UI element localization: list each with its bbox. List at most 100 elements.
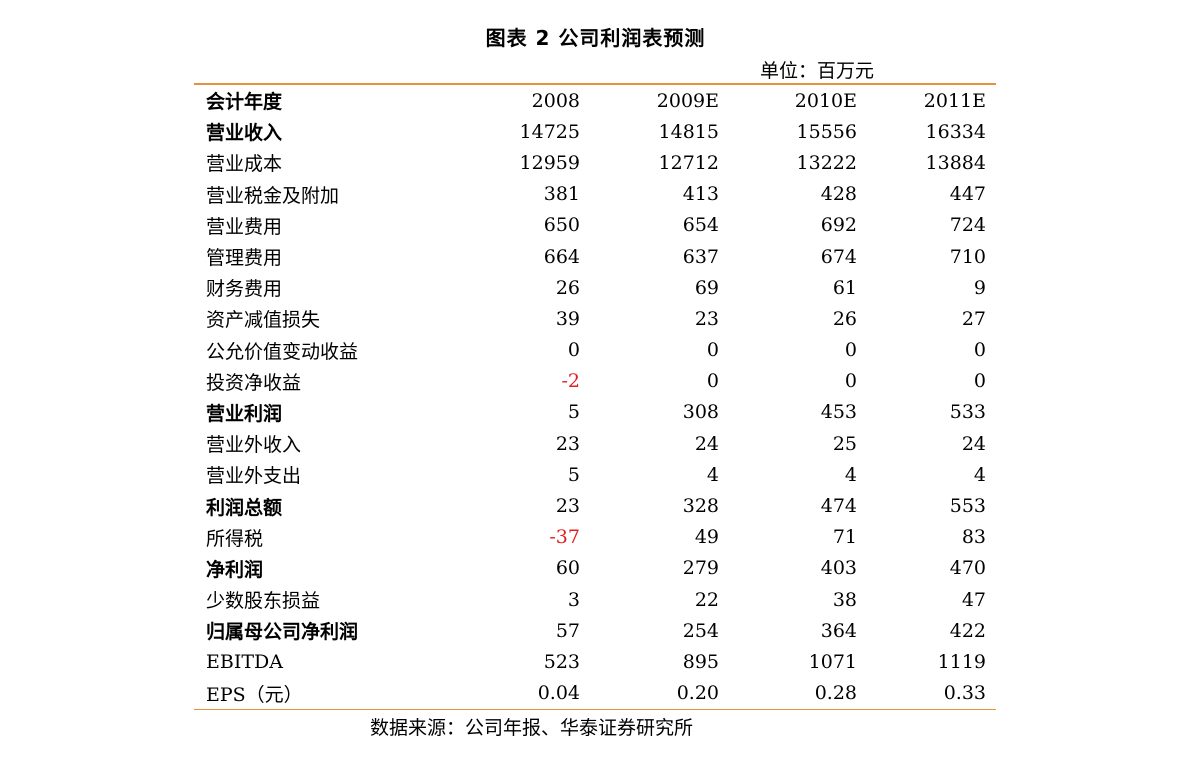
value-cell: 710 (949, 245, 986, 268)
value-cell: 13222 (796, 151, 857, 174)
row-label: 营业外支出 (206, 465, 302, 488)
value-cell: 692 (820, 214, 857, 237)
value-cell: 47 (961, 588, 986, 611)
value-cell: 83 (961, 526, 986, 549)
value-cell: 23 (694, 307, 719, 330)
value-cell: 14815 (658, 120, 719, 143)
value-cell: 4 (844, 463, 857, 486)
value-cell: 654 (682, 214, 719, 237)
header-row: 会计年度 2008 2009E 2010E 2011E (194, 85, 996, 116)
row-label: 营业收入 (206, 122, 283, 145)
value-cell: 470 (949, 557, 986, 580)
value-cell: 664 (543, 245, 580, 268)
value-cell: 0 (844, 339, 857, 362)
value-cell: 15556 (796, 120, 857, 143)
value-cell: 69 (694, 276, 719, 299)
value-cell: -37 (549, 526, 580, 549)
value-cell: 308 (682, 401, 719, 424)
row-label: 公允价值变动收益 (206, 340, 359, 363)
value-cell: 71 (832, 526, 857, 549)
value-cell: 22 (694, 588, 719, 611)
value-cell: 23 (555, 432, 580, 455)
value-cell: 533 (949, 401, 986, 424)
value-cell: 49 (694, 526, 719, 549)
table-row: 营业收入 14725 14815 15556 16334 (194, 116, 996, 147)
value-cell: 0 (706, 370, 719, 393)
value-cell: 523 (543, 650, 580, 673)
value-cell: -2 (561, 370, 580, 393)
value-cell: 674 (820, 245, 857, 268)
value-cell: 279 (682, 557, 719, 580)
row-label: 管理费用 (206, 247, 283, 270)
value-cell: 5 (567, 401, 580, 424)
value-cell: 254 (682, 619, 719, 642)
value-cell: 1119 (937, 650, 986, 673)
value-cell: 27 (961, 307, 986, 330)
bottom-rule (194, 708, 996, 710)
value-cell: 3 (567, 588, 580, 611)
value-cell: 650 (543, 214, 580, 237)
value-cell: 26 (832, 307, 857, 330)
source-note: 数据来源：公司年报、华泰证券研究所 (370, 717, 694, 739)
value-cell: 4 (706, 463, 719, 486)
value-cell: 25 (832, 432, 857, 455)
row-label: 营业税金及附加 (206, 184, 340, 207)
value-cell: 38 (832, 588, 857, 611)
header-cell-year: 2009E (656, 89, 719, 112)
value-cell: 23 (555, 495, 580, 518)
value-cell: 0.33 (943, 682, 986, 705)
value-cell: 13884 (925, 151, 986, 174)
value-cell: 16334 (925, 120, 986, 143)
value-cell: 553 (949, 495, 986, 518)
value-cell: 24 (694, 432, 719, 455)
value-cell: 4 (973, 463, 986, 486)
row-label: 少数股东损益 (206, 590, 321, 613)
value-cell: 12959 (519, 151, 580, 174)
row-label: 投资净收益 (206, 371, 302, 394)
row-label: 归属母公司净利润 (206, 621, 359, 644)
row-label: 营业费用 (206, 215, 283, 238)
value-cell: 0.28 (814, 682, 857, 705)
value-cell: 0 (973, 339, 986, 362)
value-cell: 0 (706, 339, 719, 362)
value-cell: 403 (820, 557, 857, 580)
header-cell-year: 2011E (923, 89, 986, 112)
value-cell: 364 (820, 619, 857, 642)
value-cell: 0.04 (537, 682, 580, 705)
value-cell: 1071 (808, 650, 857, 673)
value-cell: 14725 (519, 120, 580, 143)
top-rule (194, 83, 996, 85)
row-label: 财务费用 (206, 278, 283, 301)
value-cell: 381 (543, 183, 580, 206)
unit-label: 单位：百万元 (760, 60, 875, 82)
value-cell: 39 (555, 307, 580, 330)
table-row: 营业费用 650 654 692 724 (194, 210, 996, 241)
value-cell: 447 (949, 183, 986, 206)
row-label: EPS（元） (206, 683, 303, 706)
value-cell: 328 (682, 495, 719, 518)
value-cell: 724 (949, 214, 986, 237)
row-label: 营业成本 (206, 153, 283, 176)
header-cell-year: 2008 (531, 89, 580, 112)
figure-title: 图表 2 公司利润表预测 (485, 26, 706, 50)
value-cell: 428 (820, 183, 857, 206)
table-row: 营业税金及附加 381 413 428 447 (194, 179, 996, 210)
value-cell: 60 (555, 557, 580, 580)
header-cell-year: 2010E (794, 89, 857, 112)
value-cell: 413 (682, 183, 719, 206)
value-cell: 453 (820, 401, 857, 424)
row-label: 净利润 (206, 558, 264, 581)
table-row: 少数股东损益 3 22 38 47 (194, 584, 996, 615)
value-cell: 0 (973, 370, 986, 393)
